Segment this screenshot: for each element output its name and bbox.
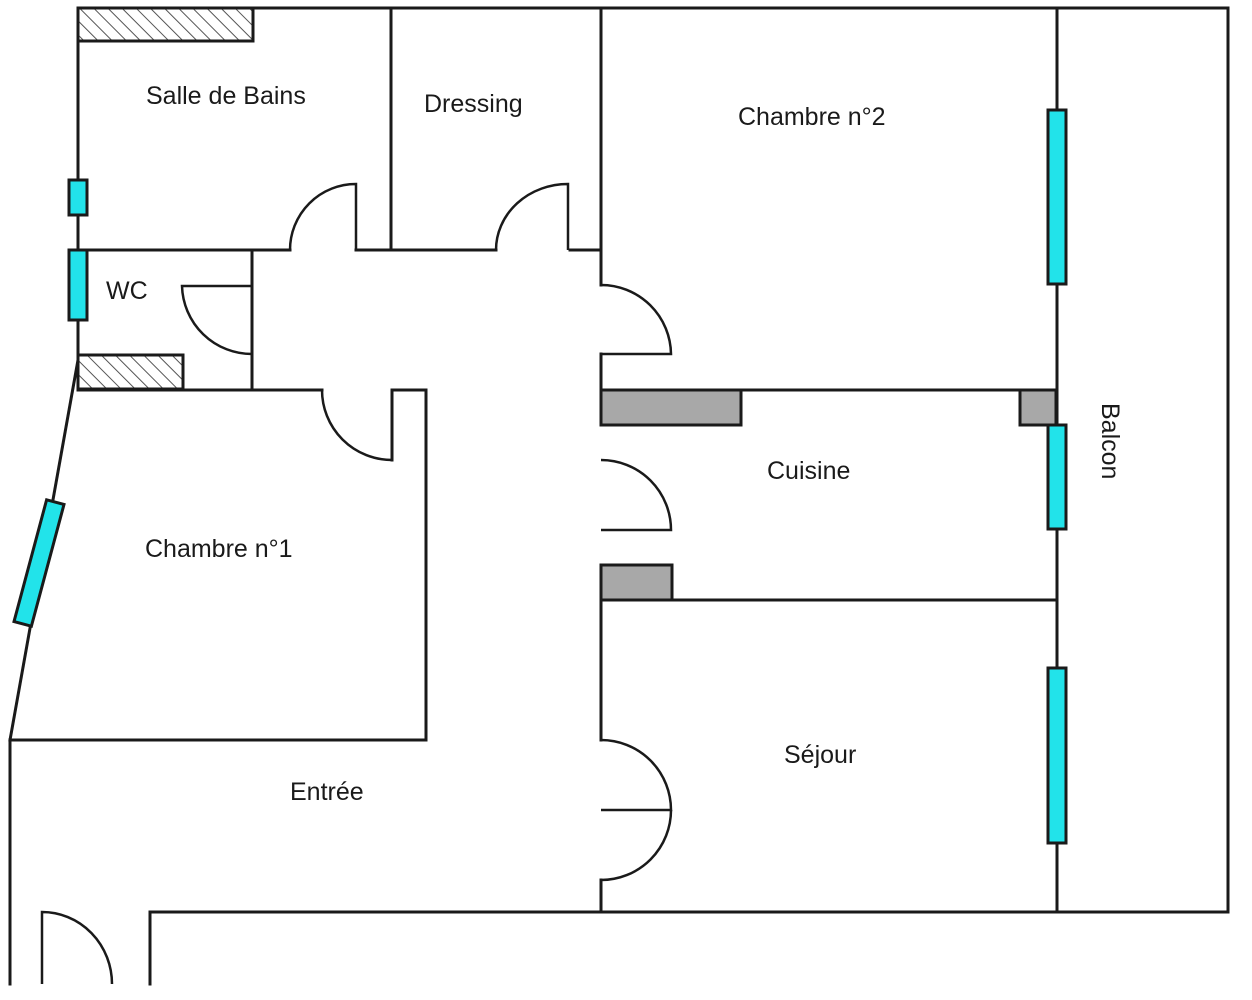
interior-walls	[8, 6, 1059, 914]
doors	[40, 182, 673, 985]
room-labels: Salle de Bains Dressing Chambre n°2 WC C…	[106, 82, 1124, 806]
window-chambre-1	[12, 497, 66, 629]
column-cuisine-bottom	[599, 563, 674, 602]
column-cuisine-right	[1018, 388, 1058, 427]
door-wc	[180, 284, 253, 356]
door-sejour-lower	[600, 809, 673, 882]
fixtures	[76, 6, 1058, 602]
hatched-block-wc	[76, 353, 185, 391]
window-chambre-2	[1046, 108, 1068, 286]
label-dressing: Dressing	[424, 90, 523, 118]
label-chambre-2: Chambre n°2	[738, 103, 886, 131]
door-dressing	[494, 182, 570, 251]
column-cuisine-left	[599, 388, 743, 427]
label-cuisine: Cuisine	[767, 457, 850, 485]
label-chambre-1: Chambre n°1	[145, 535, 293, 563]
door-salle-de-bains	[288, 182, 358, 251]
door-sejour-upper	[600, 738, 673, 812]
window-salle-de-bains	[67, 178, 89, 217]
window-cuisine	[1046, 423, 1068, 531]
label-salle-de-bains: Salle de Bains	[146, 82, 306, 110]
label-sejour: Séjour	[784, 741, 856, 769]
label-wc: WC	[106, 277, 148, 305]
label-balcon: Balcon	[1096, 403, 1124, 479]
windows	[12, 108, 1068, 845]
window-sejour	[1046, 666, 1068, 845]
window-wc	[67, 248, 89, 322]
hatched-block-top	[76, 6, 255, 43]
door-entree	[40, 910, 114, 985]
exterior-walls	[8, 6, 1230, 986]
door-cuisine	[600, 458, 673, 532]
label-entree: Entrée	[290, 778, 364, 806]
door-chambre-2	[600, 283, 673, 356]
door-chambre-1	[320, 389, 393, 462]
